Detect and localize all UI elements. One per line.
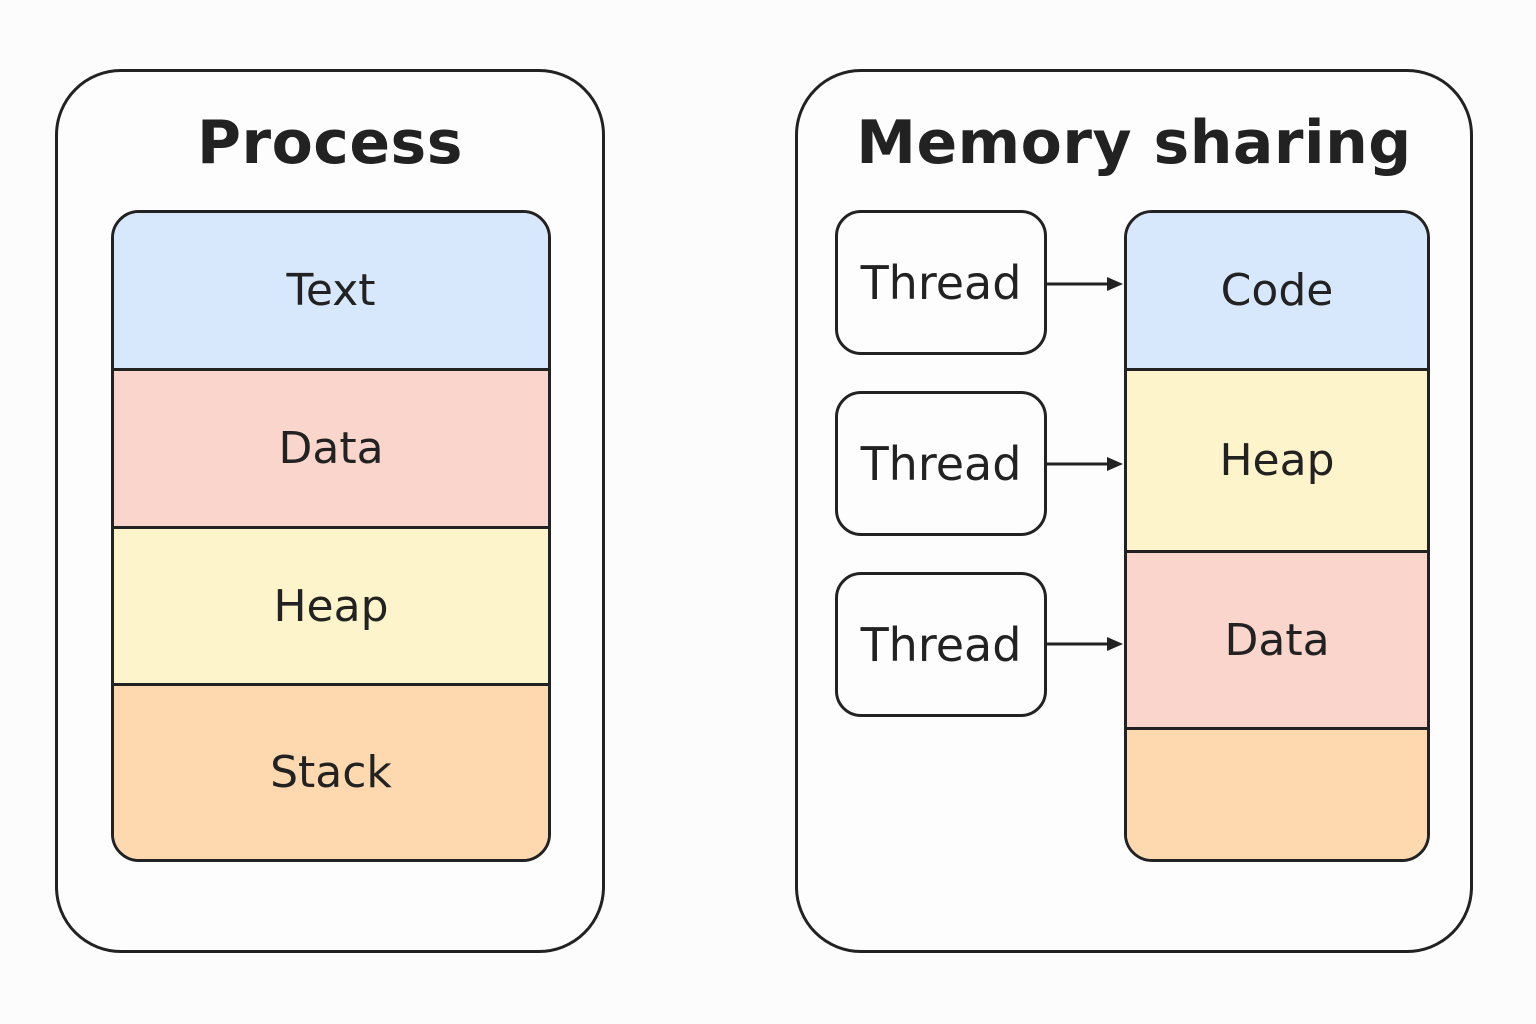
process-segment-text: Text [114,213,548,371]
process-segment-data: Data [114,371,548,529]
process-title: Process [197,108,463,178]
process-panel: Process Text Data Heap Stack [55,69,605,953]
arrow-icon [1047,277,1123,291]
arrow-icon [1047,637,1123,651]
shared-segment-data: Data [1127,553,1427,730]
process-segment-stack: Stack [114,686,548,859]
thread-box: Thread [835,572,1047,717]
process-memory-layout: Text Data Heap Stack [111,210,551,862]
shared-memory-layout: Code Heap Data [1124,210,1430,862]
memory-sharing-panel: Memory sharing Thread Thread Thread Code… [795,69,1473,953]
shared-segment-code: Code [1127,213,1427,371]
memory-sharing-title: Memory sharing [856,108,1412,178]
shared-segment-heap: Heap [1127,371,1427,553]
shared-segment-stack [1127,730,1427,859]
process-segment-heap: Heap [114,529,548,686]
arrow-icon [1047,457,1123,471]
thread-box: Thread [835,210,1047,355]
thread-box: Thread [835,391,1047,536]
